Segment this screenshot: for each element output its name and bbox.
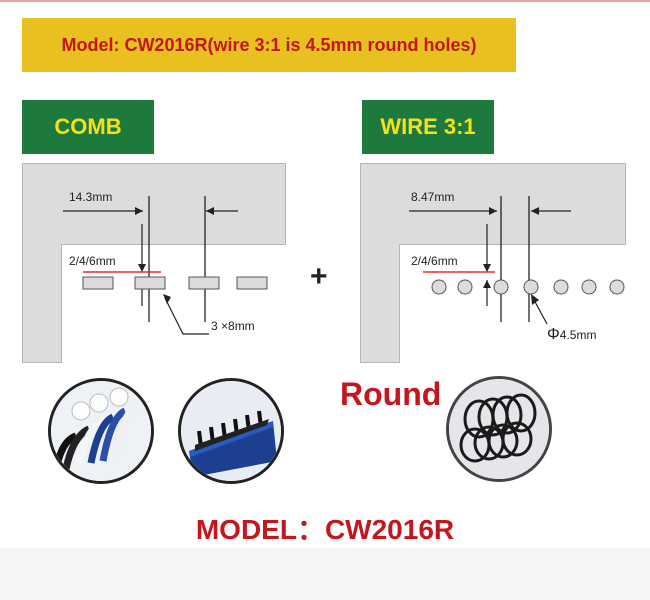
wire-hole-2 — [457, 279, 473, 295]
top-border — [0, 0, 650, 2]
wire-hole-label: 4.5mm — [559, 328, 597, 342]
wire-margin-label: 2/4/6mm — [411, 254, 458, 268]
comb-spines-graphic — [51, 381, 151, 481]
comb-hole-4 — [236, 276, 268, 290]
wire-tag: WIRE 3:1 — [362, 100, 494, 154]
comb-hole-label: 3 ×8mm — [211, 319, 255, 333]
wire-diagram-panel: 8.47mm 2/4/6mm Φ4.5mm — [360, 163, 626, 363]
comb-hole-leader — [164, 297, 209, 335]
comb-binder-side-image — [178, 378, 284, 484]
wire-hole-1 — [431, 279, 447, 295]
wire-coils-image — [446, 376, 552, 482]
wire-pitch-arrowhead-right — [531, 207, 539, 215]
comb-paper — [61, 244, 286, 363]
comb-tag-label: COMB — [54, 114, 122, 139]
comb-tag: COMB — [22, 100, 154, 154]
wire-pitch-label: 8.47mm — [411, 190, 455, 204]
comb-binder-graphic — [181, 381, 281, 481]
comb-hole-3 — [188, 276, 220, 290]
comb-binding-spines-image — [48, 378, 154, 484]
diameter-symbol: Φ — [547, 326, 560, 343]
plus-sign: + — [310, 260, 328, 293]
wire-paper — [399, 244, 626, 363]
wire-hole-7 — [609, 279, 625, 295]
wire-margin-arrowhead-top — [483, 264, 491, 272]
wire-hole-leader-head — [531, 294, 539, 305]
wire-hole-5 — [553, 279, 569, 295]
banner-text: Model: CW2016R(wire 3:1 is 4.5mm round h… — [61, 34, 477, 55]
wire-margin-arrowhead-bottom — [483, 280, 491, 288]
wire-pitch-arrowhead-left — [489, 207, 497, 215]
wire-hole-4 — [523, 279, 539, 295]
comb-pitch-label: 14.3mm — [69, 190, 113, 204]
model-banner: Model: CW2016R(wire 3:1 is 4.5mm round h… — [22, 18, 516, 72]
wire-coils-graphic — [449, 379, 549, 479]
comb-diagram — [63, 196, 268, 335]
comb-hole-leader-head — [163, 294, 171, 304]
comb-hole-2 — [134, 276, 166, 290]
comb-hole-1 — [82, 276, 114, 290]
wire-hole-size: Φ4.5mm — [547, 326, 596, 344]
round-label: Round — [340, 376, 442, 412]
wire-diagram — [409, 196, 625, 325]
wire-tag-label: WIRE 3:1 — [380, 114, 476, 139]
model-label: MODEL：CW2016R — [195, 514, 455, 545]
comb-margin-arrowhead-top — [138, 264, 146, 272]
comb-pitch-arrowhead-left — [135, 207, 143, 215]
comb-pitch-arrowhead-right — [206, 207, 214, 215]
comb-margin-label: 2/4/6mm — [69, 254, 116, 268]
comb-diagram-panel: 14.3mm 2/4/6mm 3 ×8mm — [22, 163, 286, 363]
wire-hole-3 — [493, 279, 509, 295]
bottom-area — [0, 548, 650, 600]
wire-hole-6 — [581, 279, 597, 295]
